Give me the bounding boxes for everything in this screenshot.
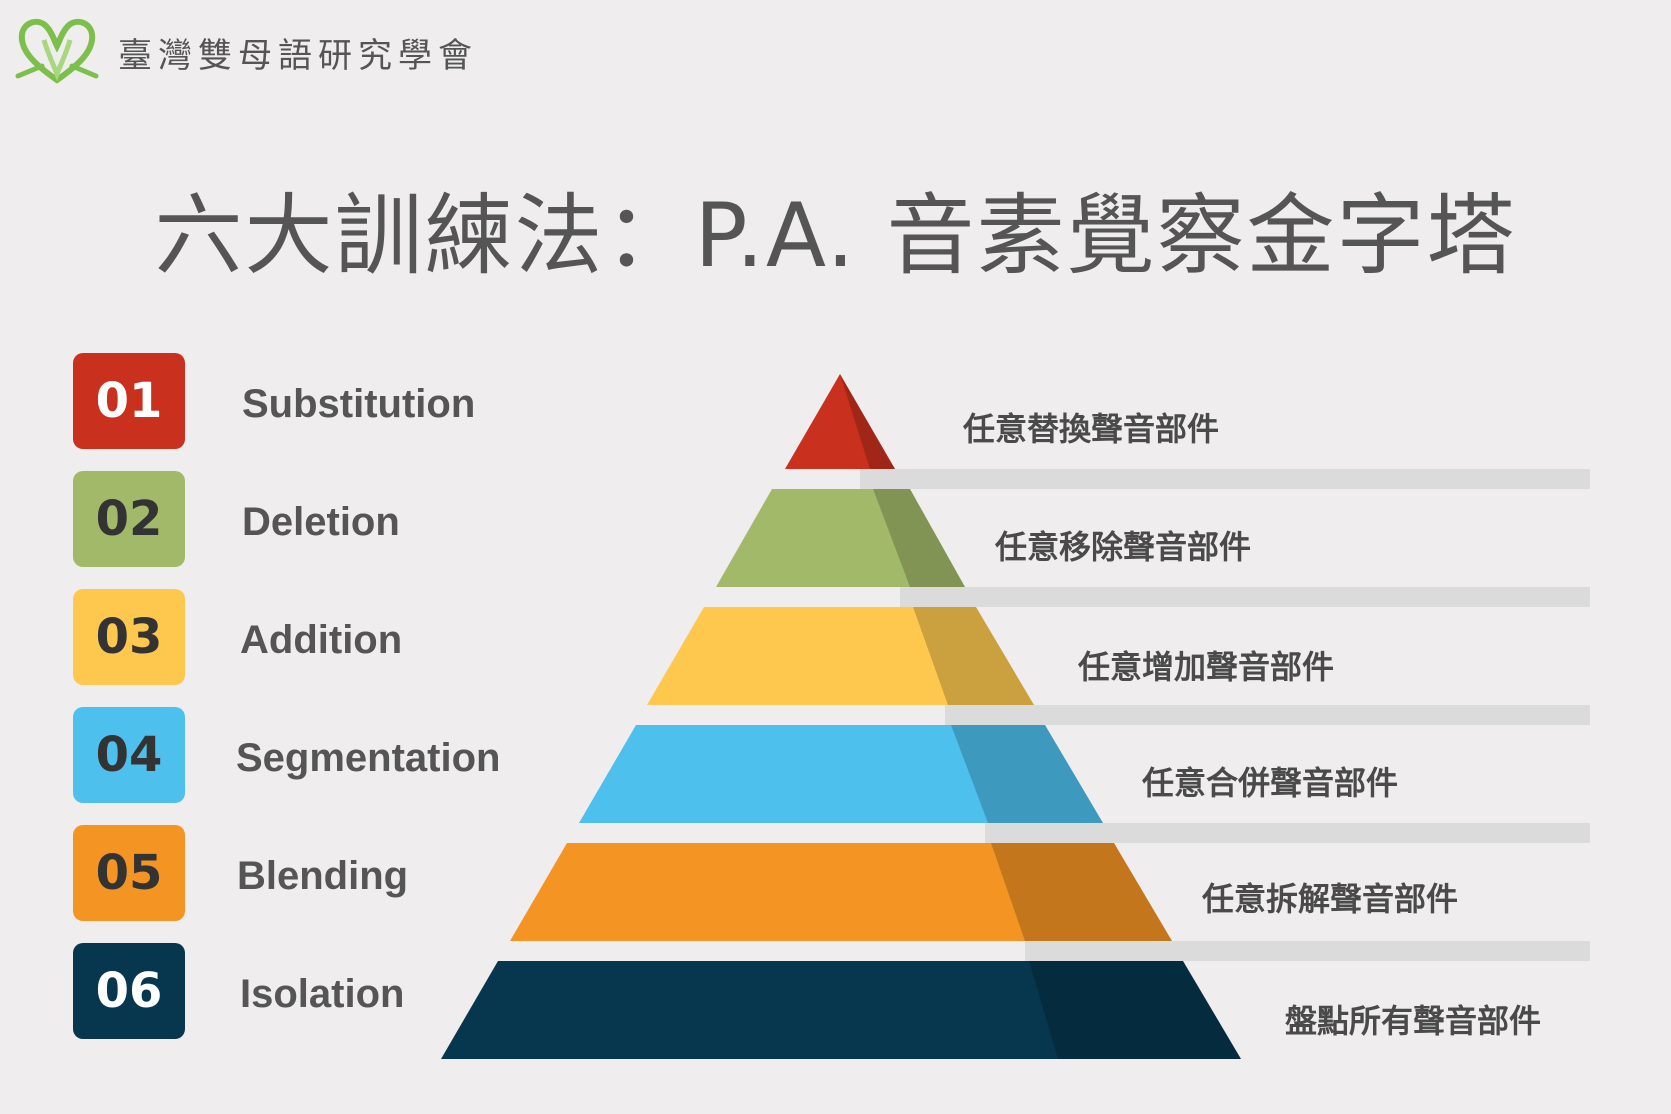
separator-bar: [945, 705, 1590, 725]
pyramid-shadow: [991, 843, 1172, 941]
pyramid-shadow: [951, 725, 1103, 823]
method-label: Isolation: [240, 972, 405, 1016]
pyramid-tier-3: [647, 607, 1034, 705]
badge-01: 01: [73, 353, 185, 449]
method-label: Deletion: [242, 500, 400, 544]
pyramid-tier-4: [579, 725, 1103, 823]
separator-bar: [860, 469, 1590, 489]
pyramid-shadow: [840, 374, 895, 469]
page-title: 六大訓練法：P.A. 音素覺察金字塔: [154, 184, 1517, 287]
pyramid-tier-1: [785, 374, 895, 469]
tier-description: 任意合併聲音部件: [1142, 764, 1399, 802]
separator-bar: [985, 823, 1590, 843]
separator-bar: [900, 587, 1590, 607]
badge-04: 04: [73, 707, 185, 803]
separator-bar: [1025, 941, 1590, 961]
tier-description: 任意拆解聲音部件: [1202, 880, 1459, 918]
pyramid-shadow: [1029, 961, 1241, 1059]
badge-05: 05: [73, 825, 185, 921]
badge-03: 03: [73, 589, 185, 685]
badge-02: 02: [73, 471, 185, 567]
tier-description: 任意移除聲音部件: [995, 528, 1252, 566]
tier-description: 盤點所有聲音部件: [1285, 1002, 1542, 1040]
pyramid-tier-5: [510, 843, 1172, 941]
org-name: 臺灣雙母語研究學會: [118, 36, 478, 76]
badge-06: 06: [73, 943, 185, 1039]
logo-heart-icon: [15, 18, 99, 84]
tier-description: 任意增加聲音部件: [1078, 648, 1335, 686]
pyramid-shadow: [913, 607, 1034, 705]
method-label: Substitution: [242, 382, 476, 426]
tier-description: 任意替換聲音部件: [963, 410, 1220, 448]
method-label: Addition: [240, 618, 403, 662]
method-label: Blending: [237, 854, 409, 898]
pyramid-tier-2: [716, 489, 965, 587]
method-label: Segmentation: [236, 736, 501, 780]
pyramid-shadow: [873, 489, 965, 587]
pyramid-tier-6: [441, 961, 1241, 1059]
